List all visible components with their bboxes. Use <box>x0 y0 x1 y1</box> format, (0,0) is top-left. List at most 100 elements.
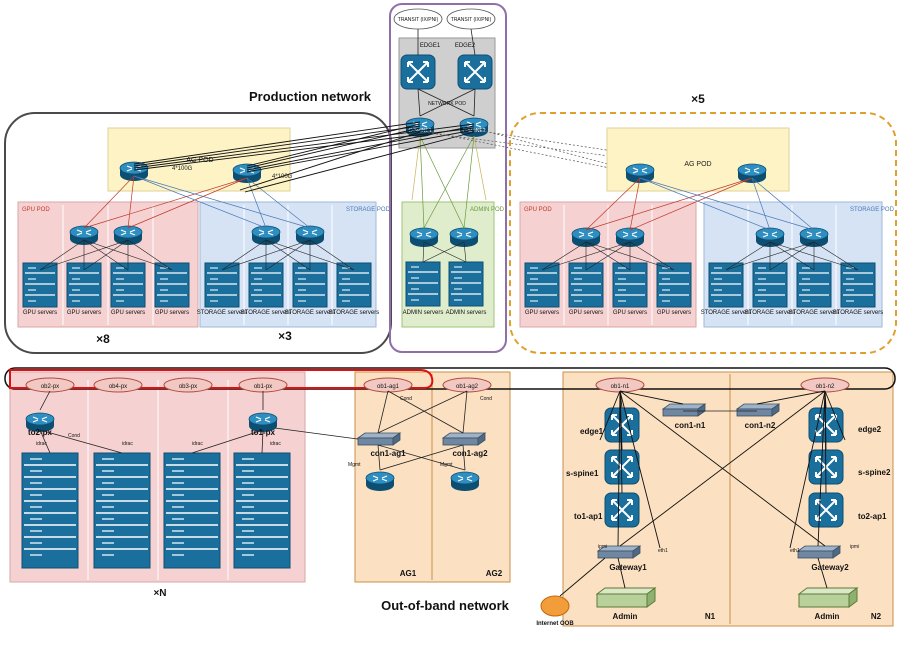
eth1-label-2: eth1 <box>790 548 800 554</box>
px-server-4 <box>233 452 291 569</box>
gpu-servers-label-1: GPU servers <box>23 310 57 316</box>
edge1-label: EDGE1 <box>420 43 441 49</box>
network-pod: TRANSIT (IX/PNI) TRANSIT (IX/PNI) EDGE1 … <box>389 3 507 353</box>
admin-pod-label: ADMIN POD <box>470 207 505 213</box>
replica-storage-label-4: STORAGE servers <box>833 310 884 316</box>
ipmi-label-2: ipmi <box>850 544 859 550</box>
admin-servers-label-2: ADMIN servers <box>446 310 487 316</box>
px-server-1 <box>21 452 79 569</box>
transit-label-1: TRANSIT (IX/PNI) <box>398 17 439 23</box>
replica-gpu-label-1: GPU servers <box>525 310 559 316</box>
gpu-servers-label-4: GPU servers <box>155 310 189 316</box>
ag2-mgmt-router <box>450 471 480 492</box>
cond-label-ag2: Cond <box>480 396 492 402</box>
replica-storage-label-2: STORAGE servers <box>745 310 796 316</box>
ob-node-label-6: ob1-ag2 <box>456 384 479 390</box>
admin-servers-label-1: ADMIN servers <box>403 310 444 316</box>
admin-server-1 <box>405 261 441 307</box>
cond-label-ag1: Cond <box>400 396 412 402</box>
con1-ag1-switch <box>357 432 401 446</box>
ag-spine-router-2 <box>232 163 262 184</box>
edge1-router <box>400 54 436 90</box>
to1-ap1-label: to1-ap1 <box>574 512 603 521</box>
admin-node-1 <box>596 587 656 608</box>
gpu-server-1 <box>22 262 58 308</box>
edge2-label: EDGE2 <box>455 43 476 49</box>
px-server-2 <box>93 452 151 569</box>
gateway2-switch <box>797 545 841 559</box>
storage-server-4 <box>336 262 372 308</box>
idrac-label-4: idrac <box>270 441 281 447</box>
link-100g-label-1: 4*100G <box>172 166 193 172</box>
ag-pod-label-right: AG POD <box>684 161 711 168</box>
px-server-3 <box>163 452 221 569</box>
con1-ag2-label: con1-ag2 <box>452 449 488 458</box>
ob-node-label-5: ob1-ag1 <box>377 384 400 390</box>
replica-multiplier: ×5 <box>691 92 705 106</box>
con1-ag1-label: con1-ag1 <box>370 449 406 458</box>
idrac-label-1: idrac <box>36 441 47 447</box>
storage-pod-label-right: STORAGE POD <box>850 207 895 213</box>
internet-cloud-icon <box>540 595 570 617</box>
storage-servers-label-2: STORAGE servers <box>241 310 292 316</box>
replica-ag-router-2 <box>737 163 767 184</box>
replica-gpu-label-3: GPU servers <box>613 310 647 316</box>
to1-ap1-node <box>604 492 640 528</box>
replica-gpu-label-2: GPU servers <box>569 310 603 316</box>
n2-label: N2 <box>871 612 882 621</box>
replica-storage-label-3: STORAGE servers <box>789 310 840 316</box>
replica-storage-label-1: STORAGE servers <box>701 310 752 316</box>
s-spine1-label: s-spine1 <box>566 469 599 478</box>
n1-label: N1 <box>705 612 716 621</box>
gateway2-label: Gateway2 <box>811 563 849 572</box>
admin-node-2 <box>798 587 858 608</box>
transit-label-2: TRANSIT (IX/PNI) <box>451 17 492 23</box>
link-100g-label-2: 4*100G <box>272 174 293 180</box>
gpu-servers-label-3: GPU servers <box>111 310 145 316</box>
idrac-label-3: idrac <box>192 441 203 447</box>
gateway1-label: Gateway1 <box>609 563 647 572</box>
edge2-router <box>457 54 493 90</box>
con1-n1-switch <box>662 403 706 417</box>
to2-ap1-label: to2-ap1 <box>858 512 887 521</box>
px-multiplier: ×N <box>153 588 166 599</box>
mgmt-label-ag1: Mgmt <box>348 462 361 468</box>
replica-ag-router-1 <box>625 163 655 184</box>
ipmi-label-1: ipmi <box>598 544 607 550</box>
ob-node-label-8: ob1-n2 <box>816 384 835 390</box>
ob-node-label-2: ob4-px <box>109 384 127 390</box>
production-network-replica: ×5 AG POD GPU POD GPU servers GPU server… <box>509 92 897 354</box>
internet-oob-label: Internet OOB <box>536 621 574 627</box>
storage-server-1 <box>204 262 240 308</box>
con1-n1-label: con1-n1 <box>675 421 706 430</box>
gpu-pod-multiplier: ×8 <box>96 332 110 346</box>
cspine2-label: C-SPINE2 <box>462 128 485 134</box>
production-title: Production network <box>249 89 372 104</box>
core-uplinks <box>133 121 475 193</box>
ob-node-label-7: ob1-n1 <box>611 384 630 390</box>
ag2-label: AG2 <box>486 569 503 578</box>
idrac-label-2: idrac <box>122 441 133 447</box>
cond-label-px: Cond <box>68 433 80 439</box>
replica-gpu-label-4: GPU servers <box>657 310 691 316</box>
gpu-pod-label-right: GPU POD <box>524 207 552 213</box>
oob-title: Out-of-band network <box>381 598 510 613</box>
gpu-servers-label-2: GPU servers <box>67 310 101 316</box>
network-pod-label: NETWORK POD <box>428 101 466 107</box>
ob-node-label-4: ob1-px <box>254 384 272 390</box>
admin-label-1: Admin <box>613 612 638 621</box>
storage-servers-label-3: STORAGE servers <box>285 310 336 316</box>
admin-label-2: Admin <box>815 612 840 621</box>
to2-ap1-node <box>808 492 844 528</box>
storage-servers-label-1: STORAGE servers <box>197 310 248 316</box>
s-spine2-label: s-spine2 <box>858 468 891 477</box>
storage-pod-multiplier: ×3 <box>278 329 292 343</box>
oob-network: AG1 AG2 N1 N2 ob2-px ob4-px ob3-px ob1-p… <box>4 367 896 627</box>
replica-storage-server-4 <box>840 262 876 308</box>
storage-pod-label-left: STORAGE POD <box>346 207 391 213</box>
replica-gpu-server-4 <box>656 262 692 308</box>
storage-servers-label-4: STORAGE servers <box>329 310 380 316</box>
admin-server-2 <box>448 261 484 307</box>
